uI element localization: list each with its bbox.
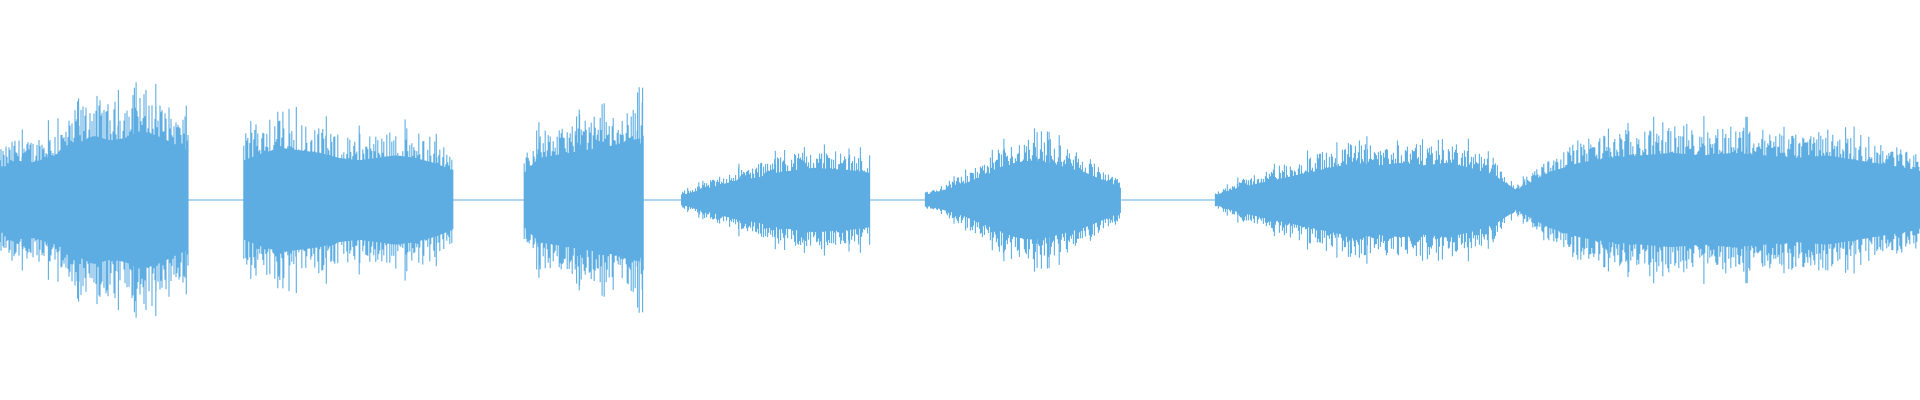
waveform-core-0 — [0, 131, 188, 269]
waveform-core-2 — [524, 138, 641, 262]
wave-layer — [0, 82, 1920, 318]
waveform-core-5 — [1215, 162, 1516, 238]
waveform-core-4 — [925, 160, 1118, 240]
waveform-core-6 — [1516, 153, 1917, 247]
waveform-core-1 — [243, 148, 452, 252]
waveform-core-3 — [681, 167, 870, 233]
